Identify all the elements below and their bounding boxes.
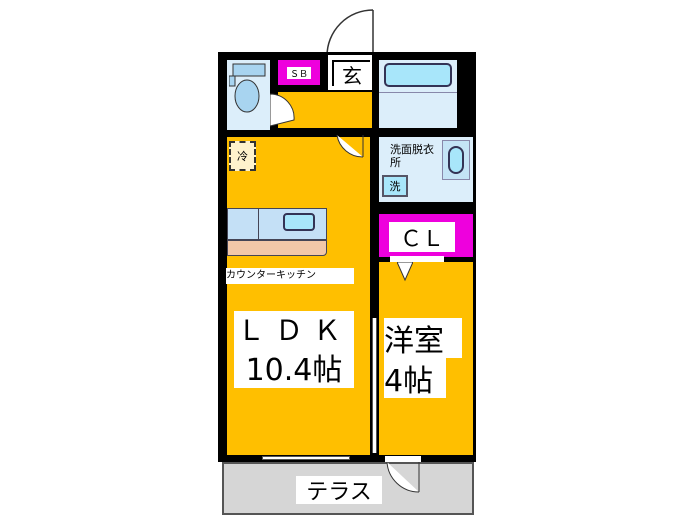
ldk-window xyxy=(262,456,350,460)
counter-divider xyxy=(258,208,259,240)
entrance-door-icon xyxy=(326,9,374,57)
ldk-door-icon xyxy=(336,135,364,158)
ldk-name-label: ＬＤＫ xyxy=(234,311,354,347)
kitchen-sink-icon xyxy=(283,213,315,231)
closet-label: ＣＬ xyxy=(389,222,455,252)
closet-door xyxy=(390,256,444,262)
washer-icon: 洗 xyxy=(382,175,408,197)
terrace-label: テラス xyxy=(296,476,382,505)
western-room-size-label: 4帖 xyxy=(384,358,446,399)
counter-top xyxy=(227,240,327,256)
terrace-door-icon xyxy=(386,462,420,493)
ldk-size-label: 10.4帖 xyxy=(234,346,354,388)
hallway xyxy=(278,92,372,128)
closet-door-icon xyxy=(397,262,413,282)
ldk-room xyxy=(227,137,370,455)
refrigerator-icon: 冷 xyxy=(229,141,256,171)
bath-tub-area xyxy=(379,92,457,93)
bathtub-icon xyxy=(384,63,452,87)
western-room-name-label: 洋室 xyxy=(384,318,462,359)
sink-icon xyxy=(442,140,470,180)
toilet-door-icon xyxy=(270,93,295,127)
kitchen-label: カウンターキッチン xyxy=(226,268,354,284)
western-room-window xyxy=(385,456,421,462)
toilet-icon xyxy=(229,63,266,113)
sliding-door xyxy=(372,318,377,453)
shoe-box-label: ＳＢ xyxy=(287,67,311,80)
entrance-label: 玄 xyxy=(332,60,370,88)
washroom-label: 洗面脱衣所 xyxy=(390,143,434,169)
